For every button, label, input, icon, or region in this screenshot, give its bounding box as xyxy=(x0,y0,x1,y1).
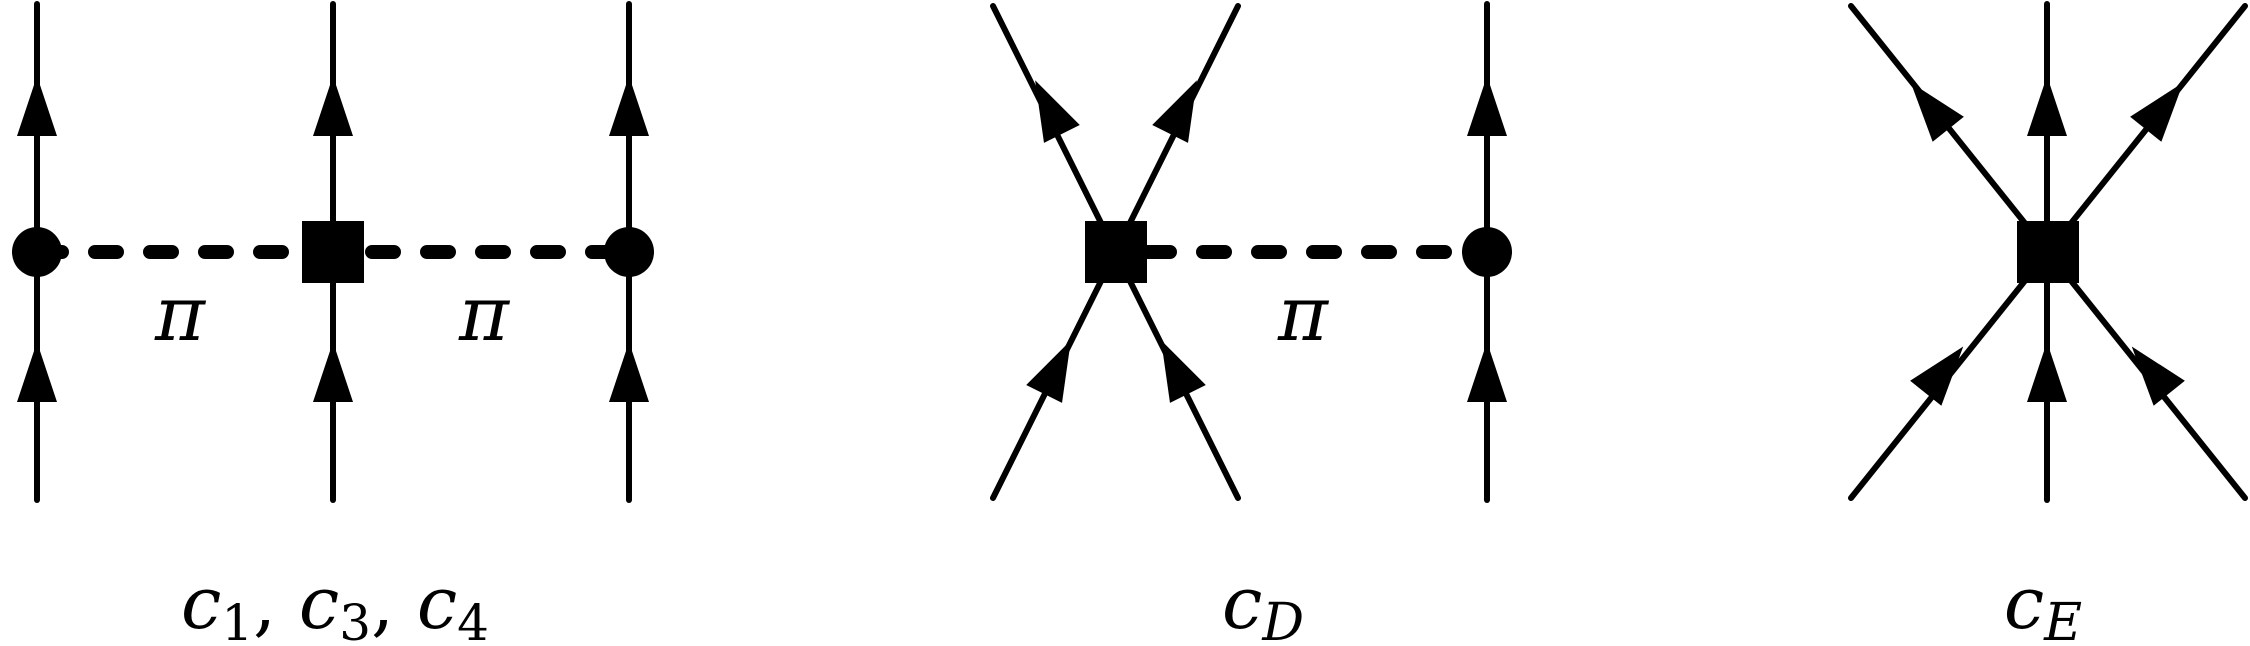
arrow-icon xyxy=(1152,71,1215,143)
pion-label: π xyxy=(458,269,511,358)
arrow-icon xyxy=(1467,76,1507,136)
caption-symbol: c xyxy=(2004,561,2044,645)
arrow-icon xyxy=(17,76,57,136)
arrow-icon xyxy=(313,76,353,136)
arrow-icon xyxy=(1017,71,1080,143)
caption-symbol: c xyxy=(1222,561,1262,645)
caption-symbol: c xyxy=(417,561,457,645)
diagram-cD: π cD xyxy=(990,1,1512,646)
arrow-icon xyxy=(2027,76,2067,136)
arrow-icon xyxy=(1467,342,1507,402)
caption-cE: cE xyxy=(2004,561,2082,646)
diagram-cE: cE xyxy=(1848,1,2248,646)
arrow-icon xyxy=(1910,333,1979,406)
arrow-icon xyxy=(313,342,353,402)
caption-subscript: E xyxy=(2043,593,2082,646)
arrow-icon xyxy=(17,342,57,402)
arrow-icon xyxy=(2027,342,2067,402)
vertex-square xyxy=(302,221,364,283)
caption-c1-c3-c4: c1, c3, c4 xyxy=(181,561,489,646)
caption-symbol: c xyxy=(299,561,339,645)
vertex-dot xyxy=(1462,227,1512,277)
caption-subscript: D xyxy=(1261,593,1304,646)
caption-subscript: 1 xyxy=(221,594,253,646)
caption-cD: cD xyxy=(1222,561,1304,646)
vertex-dot xyxy=(604,227,654,277)
arrow-icon xyxy=(1026,331,1089,403)
pion-label: π xyxy=(154,269,207,358)
caption-subscript: 3 xyxy=(339,594,371,646)
diagram-c1-c3-c4: π π c1, c3, c4 xyxy=(12,1,654,646)
vertex-square xyxy=(2017,221,2079,283)
arrow-icon xyxy=(1143,331,1206,403)
pion-label: π xyxy=(1277,269,1330,358)
caption-subscript: 4 xyxy=(457,594,489,646)
arrow-icon xyxy=(609,342,649,402)
caption-symbol: c xyxy=(181,561,221,645)
vertex-square xyxy=(1085,221,1147,283)
arrow-icon xyxy=(609,76,649,136)
arrow-icon xyxy=(2116,333,2185,406)
vertex-dot xyxy=(12,227,62,277)
